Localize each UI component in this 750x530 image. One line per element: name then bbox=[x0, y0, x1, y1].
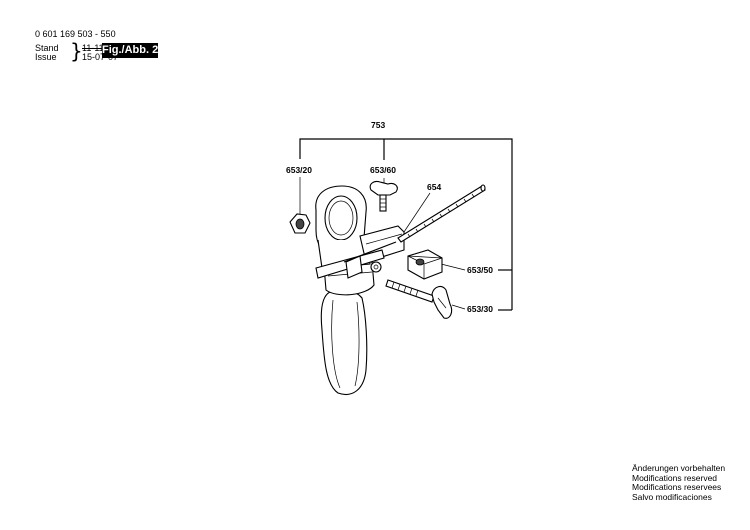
brace-icon: } bbox=[70, 39, 83, 63]
callout-653-60: 653/60 bbox=[370, 165, 396, 175]
footer-line-en: Modifications reserved bbox=[632, 472, 718, 483]
document-number: 0 601 169 503 - 550 bbox=[35, 29, 116, 39]
callout-654: 654 bbox=[427, 182, 441, 192]
nut-part bbox=[289, 213, 311, 234]
issue-label: Issue bbox=[35, 52, 57, 62]
stand-value: 11-11 bbox=[82, 43, 104, 53]
callout-653-20: 653/20 bbox=[286, 165, 312, 175]
wing-bolt-part bbox=[385, 279, 453, 319]
stand-label: Stand bbox=[35, 43, 59, 53]
callout-653-30: 653/30 bbox=[467, 304, 493, 314]
callout-753: 753 bbox=[371, 120, 385, 130]
footer-line-de: Änderungen vorbehalten bbox=[632, 463, 726, 473]
figure-label: Fig./Abb. 2 bbox=[102, 43, 159, 58]
footer-notice: Änderungen vorbehalten Modifications res… bbox=[632, 463, 726, 502]
callout-653-50: 653/50 bbox=[467, 265, 493, 275]
footer-line-fr: Modifications reservees bbox=[632, 482, 722, 492]
wing-screw-part bbox=[369, 180, 398, 212]
issue-date: 15-07-07 bbox=[82, 52, 119, 62]
auxiliary-handle bbox=[315, 185, 405, 395]
clamp-block-part bbox=[407, 249, 443, 280]
depth-stop-rod-part bbox=[397, 184, 486, 243]
footer-line-es: Salvo modificaciones bbox=[632, 491, 712, 502]
